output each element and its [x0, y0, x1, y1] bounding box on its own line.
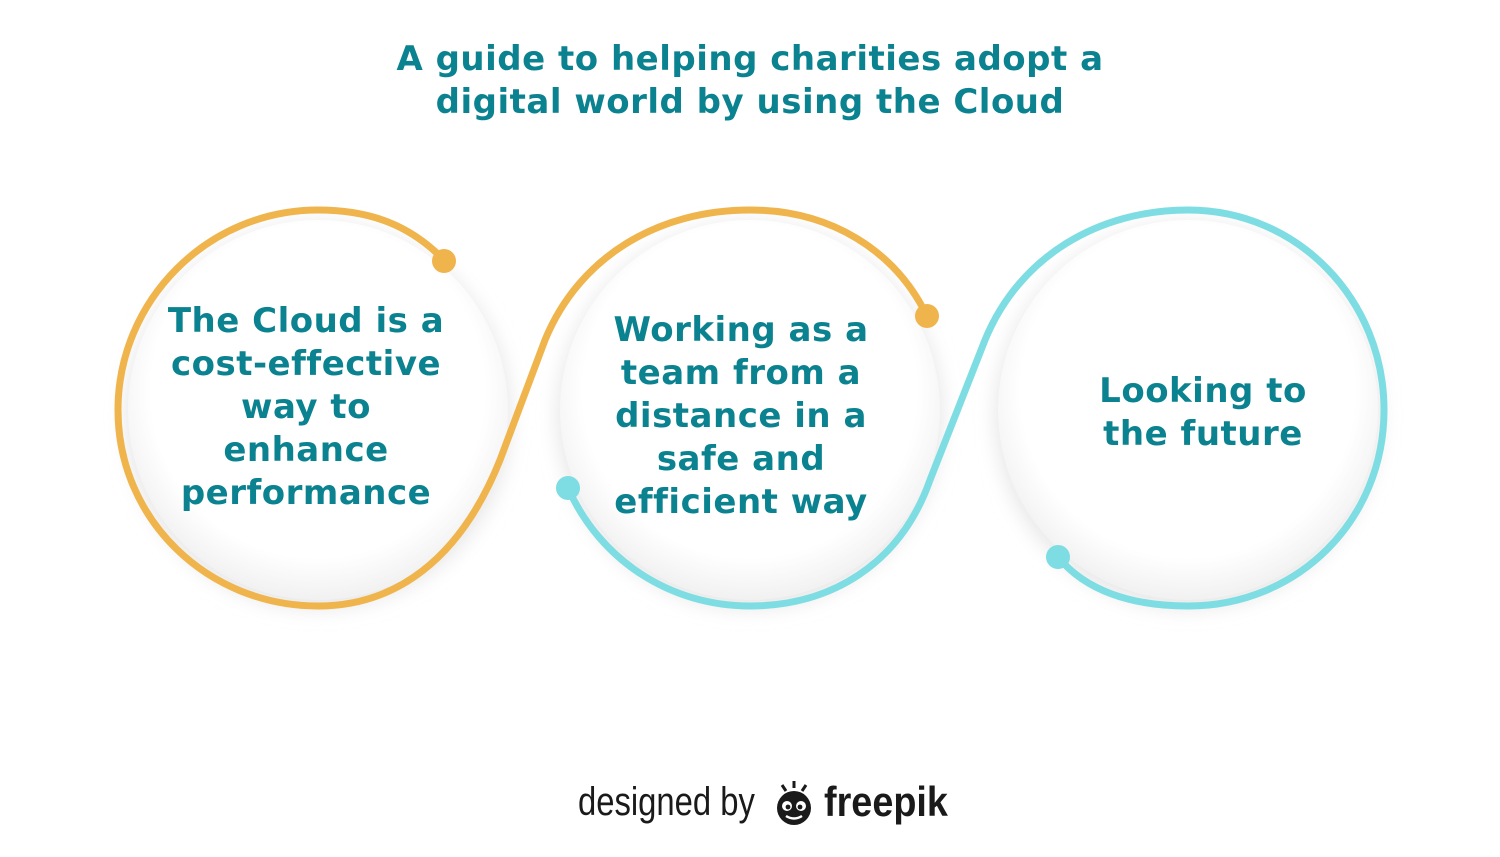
step-2-line-4: safe and [656, 439, 826, 479]
freepik-credit: designed by freepik [578, 772, 961, 832]
discs [128, 220, 1378, 600]
step-1-line-5: performance [180, 473, 432, 513]
credit-brand: freepik [823, 778, 948, 825]
step-3-text: Looking to the future [1040, 370, 1366, 456]
disc-3 [998, 220, 1378, 600]
page-title: A guide to helping charities adopt a dig… [0, 38, 1500, 124]
title-line-1: A guide to helping charities adopt a [396, 39, 1104, 79]
step-1-text: The Cloud is a cost-effective way to enh… [118, 300, 494, 515]
step-2-line-1: Working as a [613, 310, 869, 350]
step-2-line-2: team from a [620, 353, 862, 393]
cyan-flow-line [564, 206, 1388, 610]
step-1-line-1: The Cloud is a [167, 301, 445, 341]
credit-prefix: designed by [578, 779, 755, 824]
step-2-text: Working as a team from a distance in a s… [560, 309, 922, 524]
step-1-line-2: cost-effective [170, 344, 442, 384]
step-2-line-5: efficient way [614, 482, 868, 522]
step-2-line-3: distance in a [615, 396, 867, 436]
step-1-line-4: enhance [223, 430, 389, 470]
orange-start-dot [432, 249, 456, 273]
cyan-end-dot [1046, 545, 1070, 569]
orange-flow-line [114, 206, 931, 610]
step-3-line-2: the future [1103, 414, 1303, 454]
disc-1 [128, 220, 508, 600]
orange-end-dot [915, 304, 939, 328]
title-line-2: digital world by using the Cloud [435, 82, 1065, 122]
step-1-line-3: way to [241, 387, 371, 427]
step-3-line-1: Looking to [1099, 371, 1307, 411]
cyan-start-dot [556, 476, 580, 500]
disc-2 [560, 220, 940, 600]
freepik-logo-icon [776, 781, 811, 825]
